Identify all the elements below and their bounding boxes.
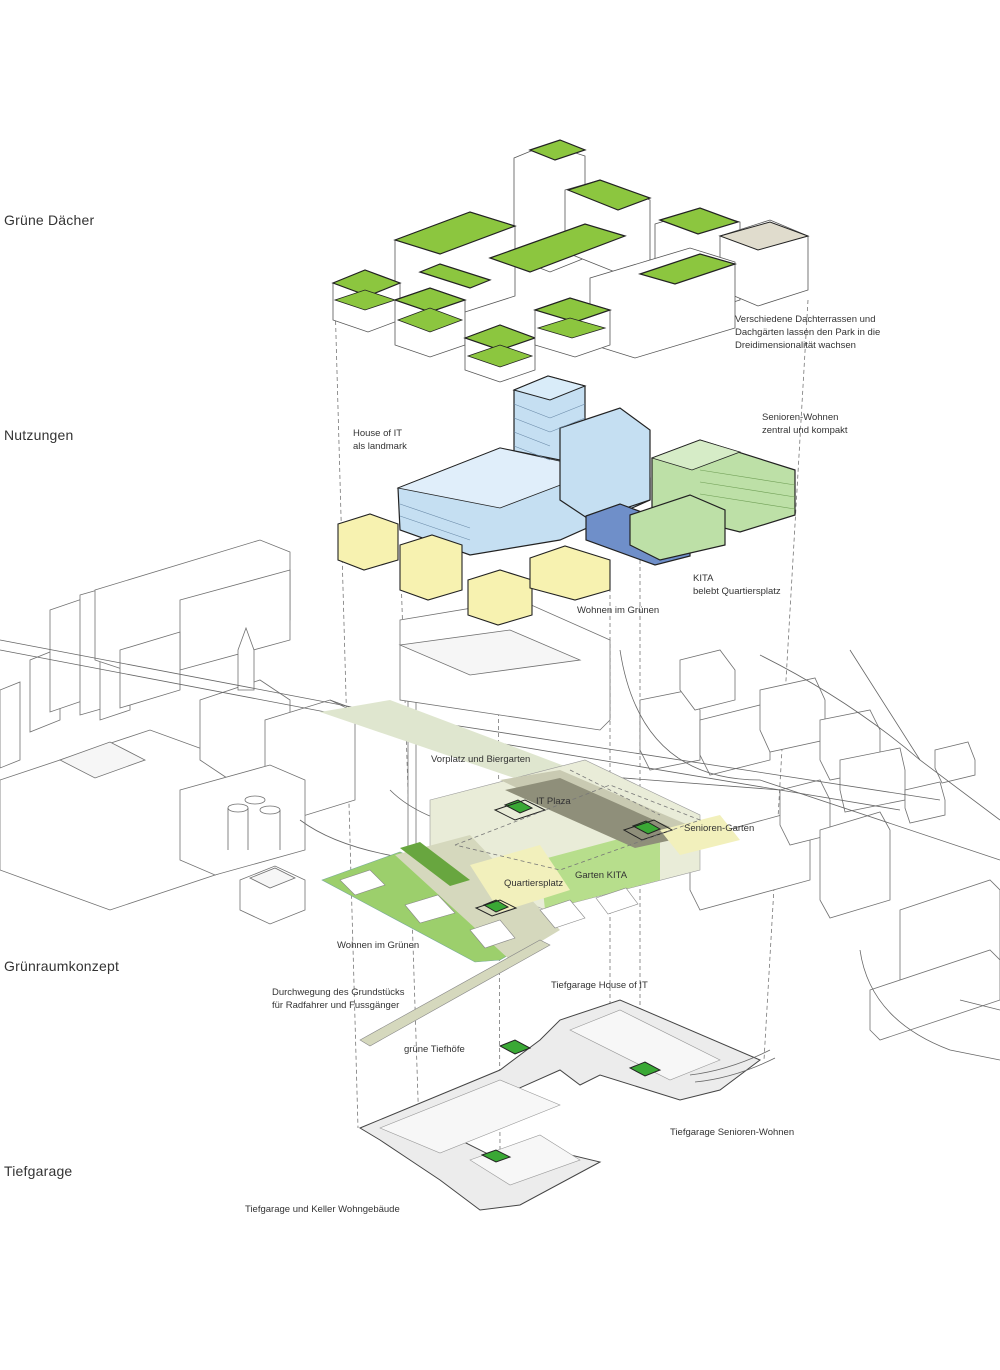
- gruenraum-layer: [320, 700, 740, 1047]
- annotation-senioren-wohnen-line-2: zentral und kompakt: [762, 425, 848, 436]
- layer-title-gruene-daecher: Grüne Dächer: [4, 212, 95, 228]
- annotation-kita: KITA belebt Quartiersplatz: [693, 572, 781, 598]
- annotation-gruene-tiefhoefe: grüne Tiefhöfe: [404, 1044, 465, 1055]
- annotation-dachterrassen: Verschiedene Dachterrassen und Dachgärte…: [735, 313, 880, 352]
- context-city: [0, 539, 1000, 1061]
- annotation-vorplatz: Vorplatz und Biergarten: [431, 754, 531, 765]
- annotation-durchwegung: Durchwegung des Grundstücks für Radfahre…: [272, 986, 405, 1012]
- silo-group: [227, 795, 281, 850]
- annotation-it-plaza: IT Plaza: [536, 796, 571, 807]
- annotation-kita-line-1: KITA: [693, 573, 714, 584]
- annotation-tiefgarage-house-of-it: Tiefgarage House of IT: [551, 980, 648, 991]
- annotation-garten-kita: Garten KITA: [575, 870, 628, 881]
- annotation-dachterrassen-line-1: Verschiedene Dachterrassen und: [735, 314, 876, 325]
- dach-layer: [331, 139, 810, 383]
- annotation-senioren-garten: Senioren-Garten: [684, 823, 755, 834]
- layer-title-gruenraumkonzept: Grünraumkonzept: [4, 958, 120, 974]
- annotation-wohnen-im-gruenen-ground: Wohnen im Grünen: [337, 940, 420, 951]
- tiefgarage-layer: [358, 999, 776, 1211]
- annotation-dachterrassen-line-3: Dreidimensionalität wachsen: [735, 340, 856, 351]
- layer-title-nutzungen: Nutzungen: [4, 427, 74, 443]
- annotation-house-of-it-line-1: House of IT: [353, 428, 403, 439]
- annotation-tiefgarage-wohngebaeude: Tiefgarage und Keller Wohngebäude: [245, 1204, 400, 1215]
- annotation-dachterrassen-line-2: Dachgärten lassen den Park in die: [735, 327, 881, 338]
- annotation-senioren-wohnen-line-1: Senioren-Wohnen: [762, 412, 839, 423]
- annotation-quartiersplatz: Quartiersplatz: [504, 878, 564, 889]
- annotation-house-of-it: House of IT als landmark: [353, 427, 407, 453]
- annotation-kita-line-2: belebt Quartiersplatz: [693, 586, 781, 597]
- annotation-house-of-it-line-2: als landmark: [353, 441, 407, 452]
- nutzungen-layer: [337, 375, 796, 626]
- annotation-wohnen-im-gruenen-top: Wohnen im Grünen: [577, 605, 660, 616]
- annotation-durchwegung-line-1: Durchwegung des Grundstücks: [272, 987, 405, 998]
- annotation-durchwegung-line-2: für Radfahrer und Fussgänger: [272, 1000, 400, 1011]
- annotation-tiefgarage-senioren: Tiefgarage Senioren-Wohnen: [670, 1127, 795, 1138]
- layer-title-tiefgarage: Tiefgarage: [4, 1163, 73, 1179]
- light-shafts: [474, 799, 674, 917]
- annotation-senioren-wohnen: Senioren-Wohnen zentral und kompakt: [762, 411, 848, 437]
